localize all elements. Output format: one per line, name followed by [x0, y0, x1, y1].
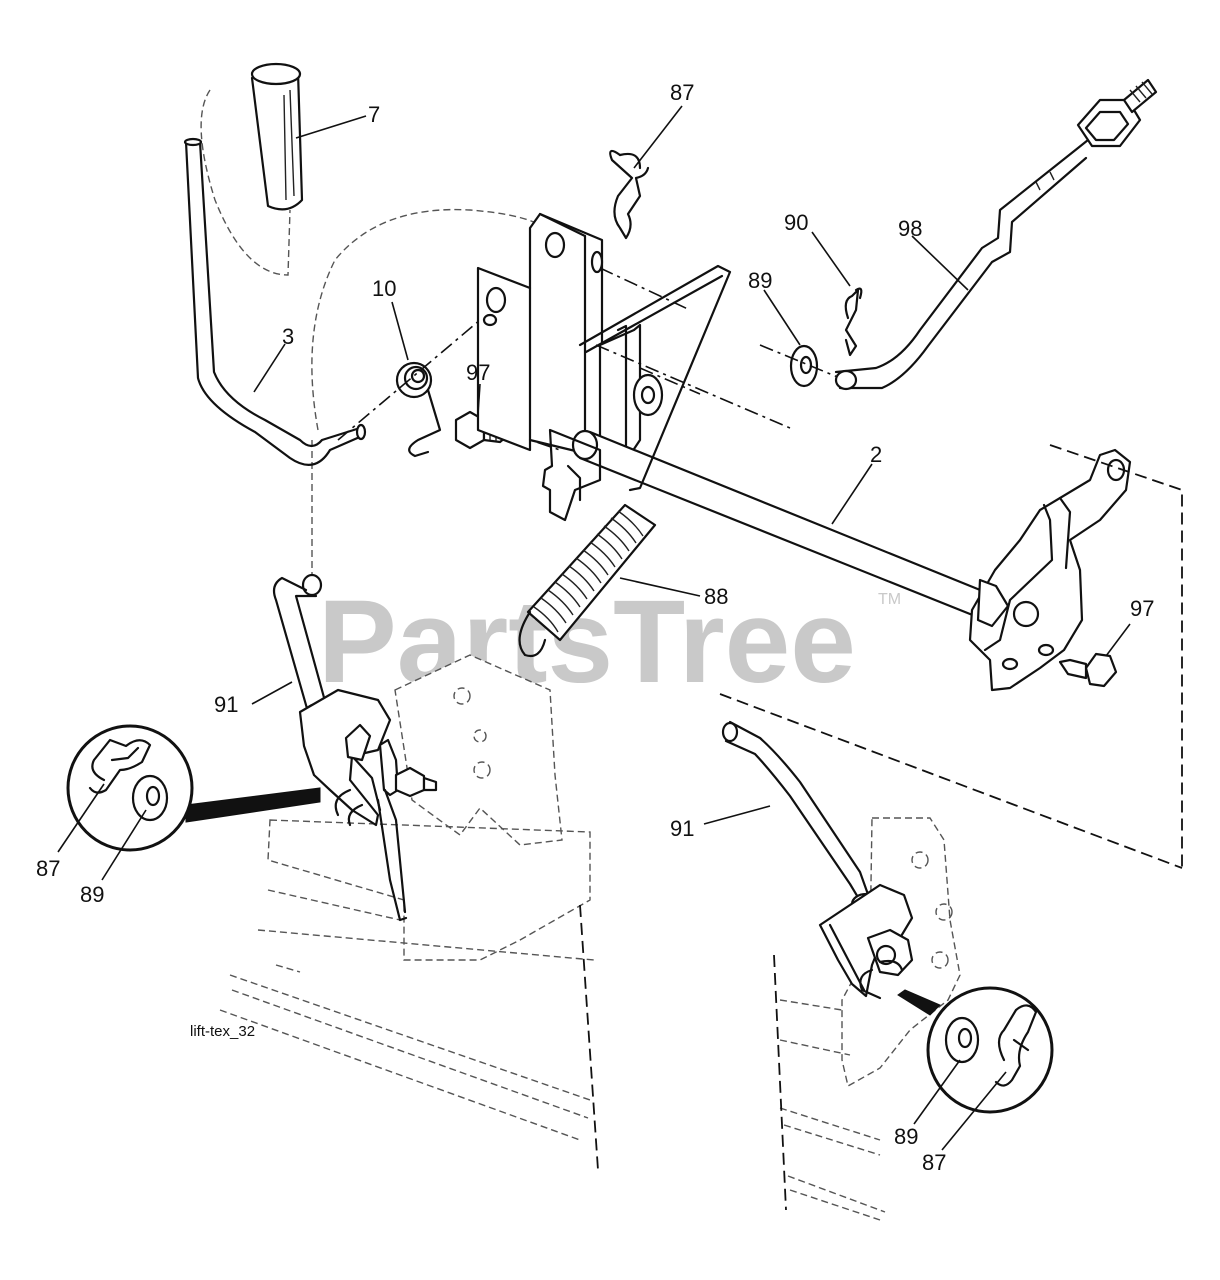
part-hairpin-90[interactable]	[844, 287, 863, 357]
callout-91[interactable]: 91	[670, 816, 694, 841]
callout-97[interactable]: 97	[1130, 596, 1154, 621]
part-lift-arm-right	[968, 448, 1132, 692]
part-washer-upper[interactable]	[789, 344, 819, 388]
part-link-wire	[578, 264, 732, 492]
detail-circle-right	[897, 986, 1054, 1114]
dashed-outline	[1049, 444, 1183, 868]
callout-97[interactable]: 97	[466, 360, 490, 385]
callout-87[interactable]: 87	[36, 856, 60, 881]
watermark-trademark: TM	[878, 591, 901, 608]
detail-circle-left	[66, 724, 321, 852]
callout-91[interactable]: 91	[214, 692, 238, 717]
part-lever[interactable]	[183, 137, 367, 466]
phantom-path	[200, 89, 291, 276]
assembly-line	[639, 367, 701, 395]
phantom-path	[311, 208, 541, 431]
part-hairpin-upper[interactable]	[609, 149, 650, 240]
callout-3[interactable]: 3	[282, 324, 294, 349]
part-torsion-spring[interactable]	[395, 361, 442, 458]
callout-89[interactable]: 89	[748, 268, 772, 293]
assembly-line	[337, 319, 481, 441]
dashed-outline	[719, 693, 1183, 869]
diagram-caption: lift-tex_32	[190, 1023, 255, 1040]
part-lift-arm-right-lower	[818, 883, 914, 1000]
callout-98[interactable]: 98	[898, 216, 922, 241]
callout-90[interactable]: 90	[784, 210, 808, 235]
leader-lines	[57, 105, 1131, 1151]
part-mount-bracket	[476, 212, 604, 457]
part-lift-arm-left	[298, 688, 438, 922]
callout-2[interactable]: 2	[870, 442, 882, 467]
callout-7[interactable]: 7	[368, 102, 380, 127]
callout-88[interactable]: 88	[704, 584, 728, 609]
callout-87[interactable]: 87	[670, 80, 694, 105]
callout-10[interactable]: 10	[372, 276, 396, 301]
part-adjust-rod[interactable]	[834, 78, 1158, 391]
part-lift-link-right[interactable]	[721, 720, 882, 916]
part-grip[interactable]	[250, 62, 304, 211]
callout-89[interactable]: 89	[894, 1124, 918, 1149]
deck-bracket-left	[219, 654, 599, 1171]
part-extension-spring[interactable]	[518, 503, 657, 658]
part-bolt-right[interactable]	[1058, 652, 1118, 688]
assembly-line	[595, 344, 791, 429]
callout-89[interactable]: 89	[80, 882, 104, 907]
callout-87[interactable]: 87	[922, 1150, 946, 1175]
callout-labels: 7 87 90 98 89 10 3 97 2 88 97 91 87 89 9…	[36, 80, 1154, 1175]
